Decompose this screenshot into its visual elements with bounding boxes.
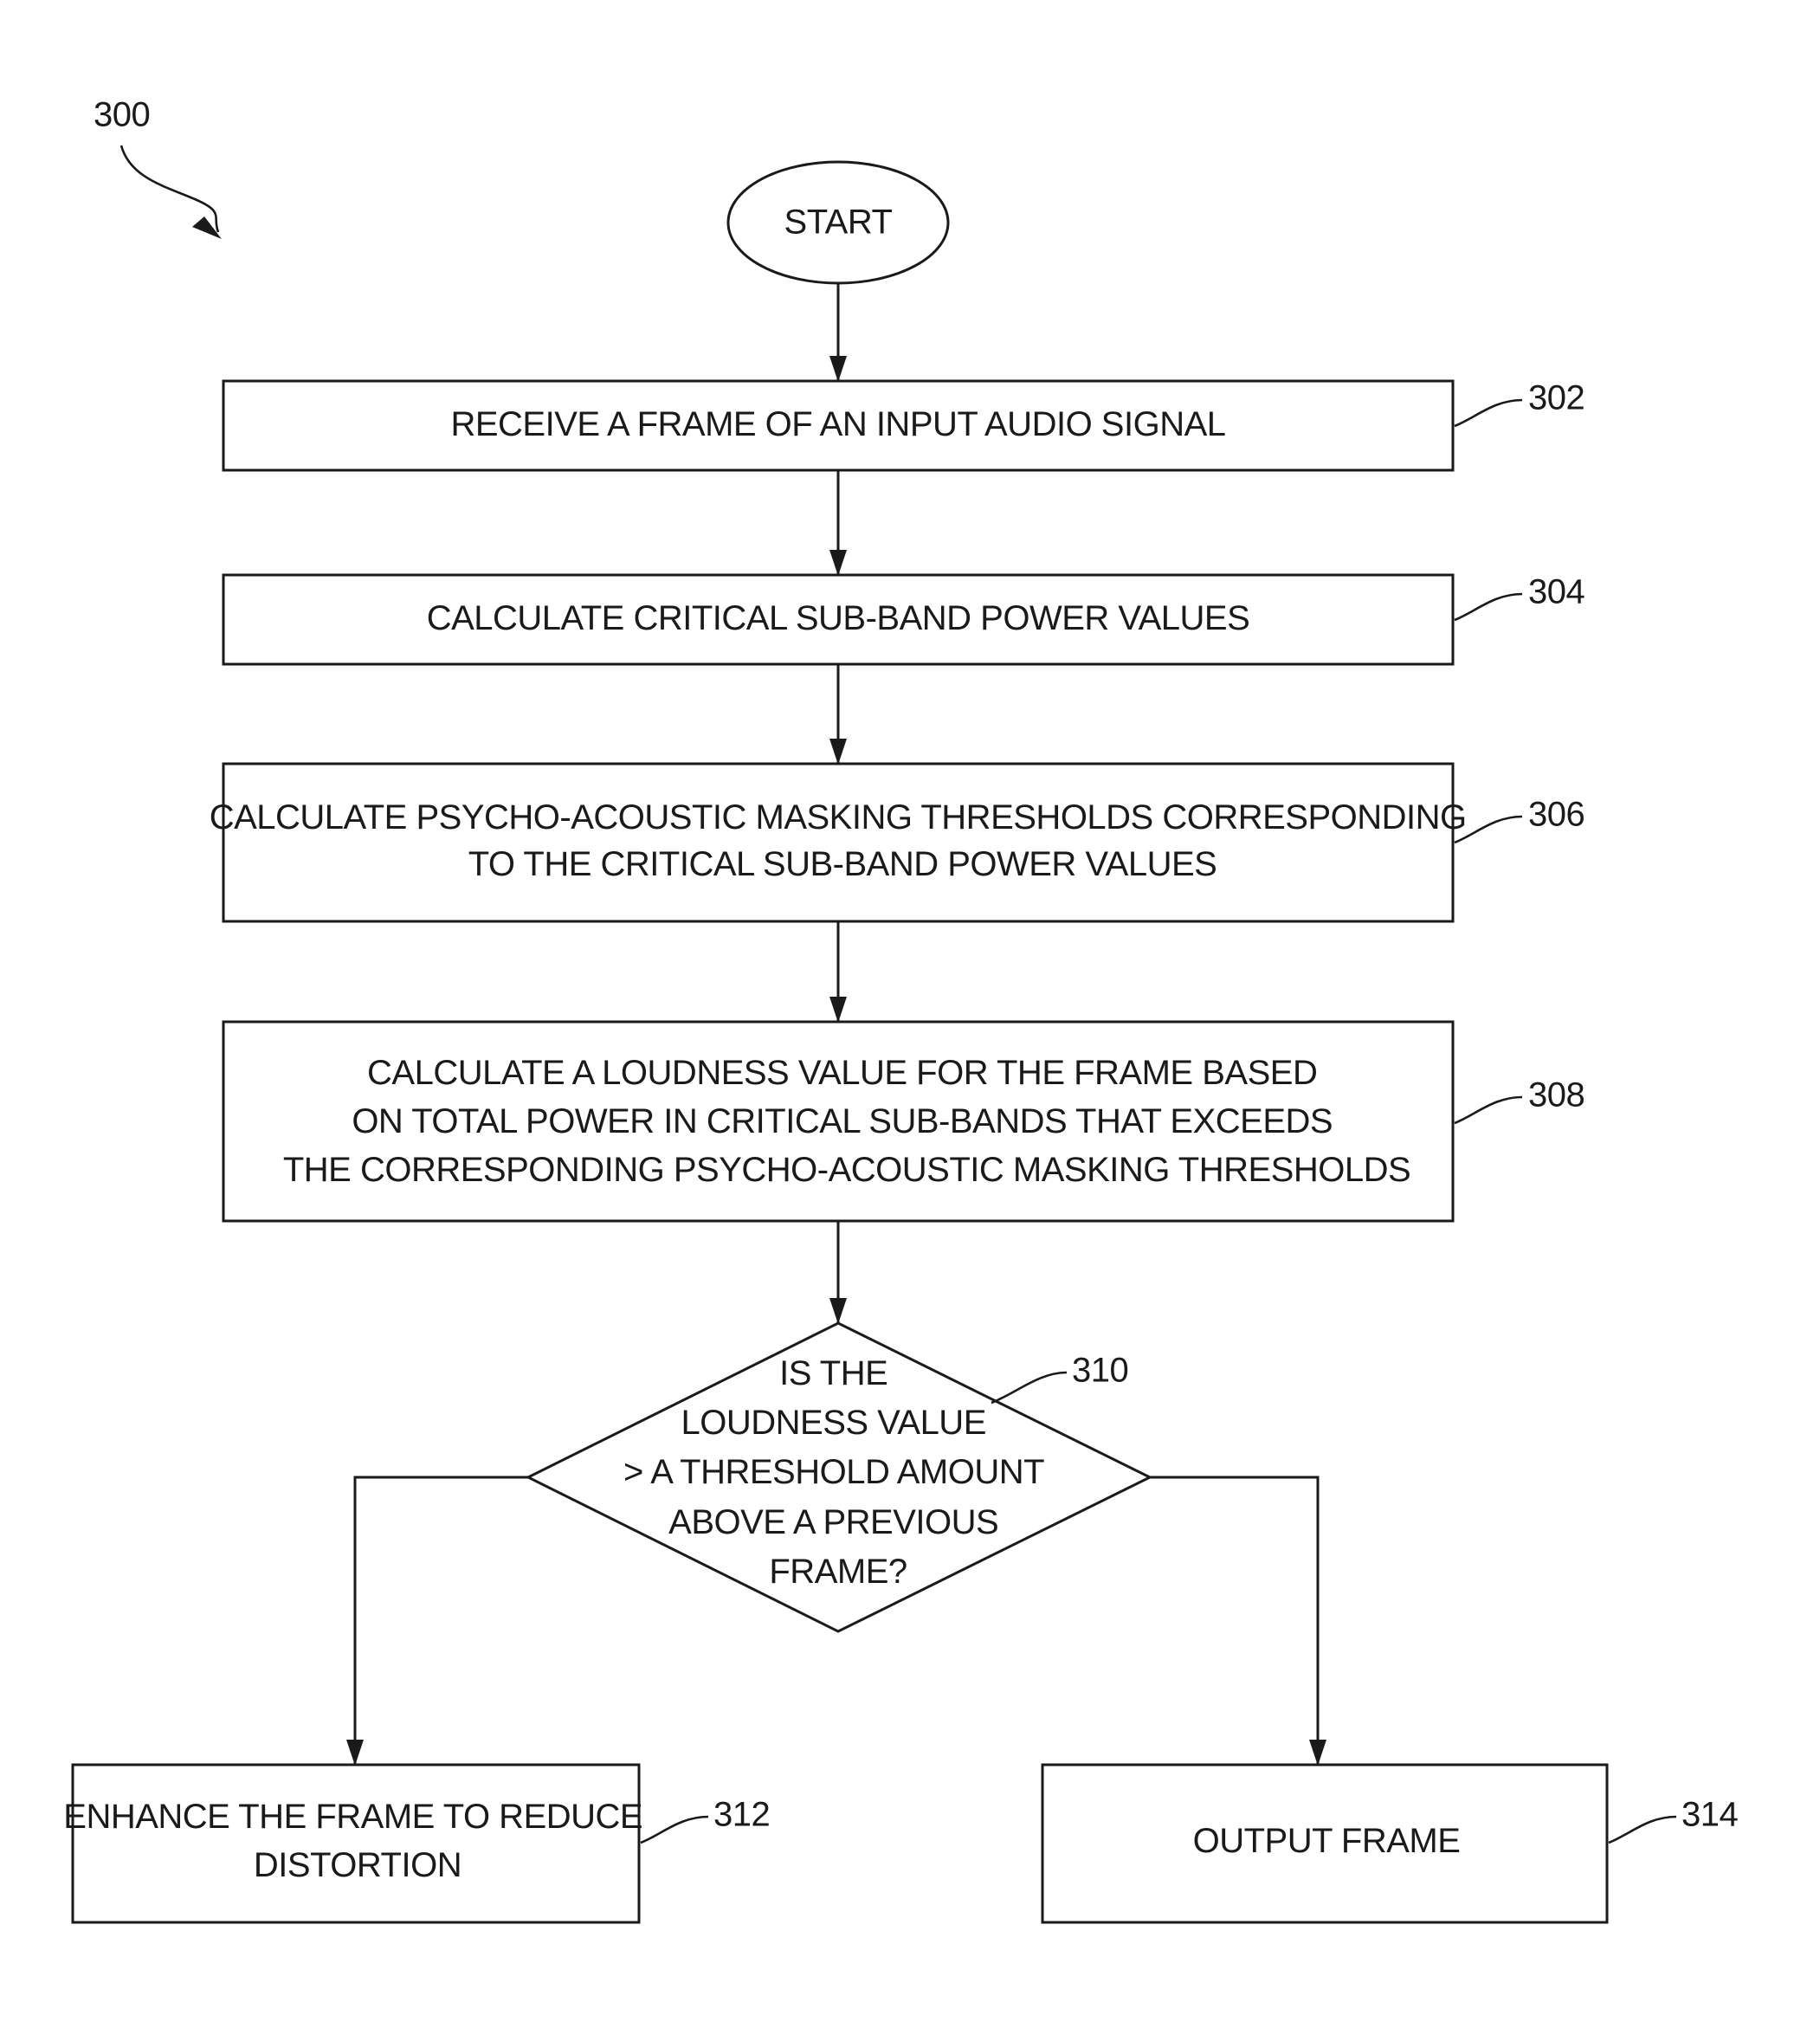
step-314-text: OUTPUT FRAME bbox=[1193, 1822, 1461, 1860]
step-306-ref: 306 bbox=[1528, 796, 1584, 834]
step-312-ref: 312 bbox=[713, 1796, 770, 1834]
step-314-ref: 314 bbox=[1681, 1796, 1738, 1834]
start-label: START bbox=[784, 203, 893, 242]
decision-310-leader bbox=[991, 1372, 1067, 1403]
decision-310-line: FRAME? bbox=[769, 1553, 907, 1591]
step-314-leader bbox=[1609, 1817, 1676, 1843]
step-304-leader bbox=[1455, 594, 1522, 620]
step-302-line: RECEIVE A FRAME OF AN INPUT AUDIO SIGNAL bbox=[450, 405, 1225, 443]
decision-310-line: > A THRESHOLD AMOUNT bbox=[623, 1453, 1044, 1491]
step-312-line: DISTORTION bbox=[254, 1846, 461, 1884]
step-302-text: RECEIVE A FRAME OF AN INPUT AUDIO SIGNAL bbox=[450, 405, 1225, 443]
step-304-line: CALCULATE CRITICAL SUB-BAND POWER VALUES bbox=[427, 599, 1250, 637]
decision-310-line: ABOVE A PREVIOUS bbox=[668, 1503, 998, 1541]
step-312-line: ENHANCE THE FRAME TO REDUCE bbox=[63, 1798, 642, 1836]
step-308-leader bbox=[1455, 1097, 1522, 1123]
process-step-306 bbox=[223, 764, 1453, 921]
step-308-text: CALCULATE A LOUDNESS VALUE FOR THE FRAME… bbox=[283, 1054, 1410, 1189]
step-308-line: ON TOTAL POWER IN CRITICAL SUB-BANDS THA… bbox=[352, 1102, 1333, 1140]
step-302-ref: 302 bbox=[1528, 379, 1584, 417]
step-302-leader bbox=[1455, 400, 1522, 426]
decision-310-line: IS THE bbox=[779, 1354, 887, 1392]
decision-310-ref: 310 bbox=[1072, 1352, 1128, 1390]
figure-number: 300 bbox=[94, 96, 150, 134]
step-304-ref: 304 bbox=[1528, 573, 1584, 611]
process-step-312 bbox=[73, 1765, 639, 1922]
step-308-line: CALCULATE A LOUDNESS VALUE FOR THE FRAME… bbox=[367, 1054, 1317, 1092]
connector-310-314 bbox=[1150, 1477, 1318, 1765]
step-306-line: TO THE CRITICAL SUB-BAND POWER VALUES bbox=[468, 845, 1217, 883]
step-304-text: CALCULATE CRITICAL SUB-BAND POWER VALUES bbox=[427, 599, 1250, 637]
step-308-line: THE CORRESPONDING PSYCHO-ACOUSTIC MASKIN… bbox=[283, 1151, 1410, 1189]
step-306-line: CALCULATE PSYCHO-ACOUSTIC MASKING THRESH… bbox=[210, 798, 1467, 836]
step-314-line: OUTPUT FRAME bbox=[1193, 1822, 1461, 1860]
decision-310-line: LOUDNESS VALUE bbox=[681, 1404, 986, 1442]
connector-310-312 bbox=[355, 1477, 528, 1765]
step-308-ref: 308 bbox=[1528, 1076, 1584, 1114]
